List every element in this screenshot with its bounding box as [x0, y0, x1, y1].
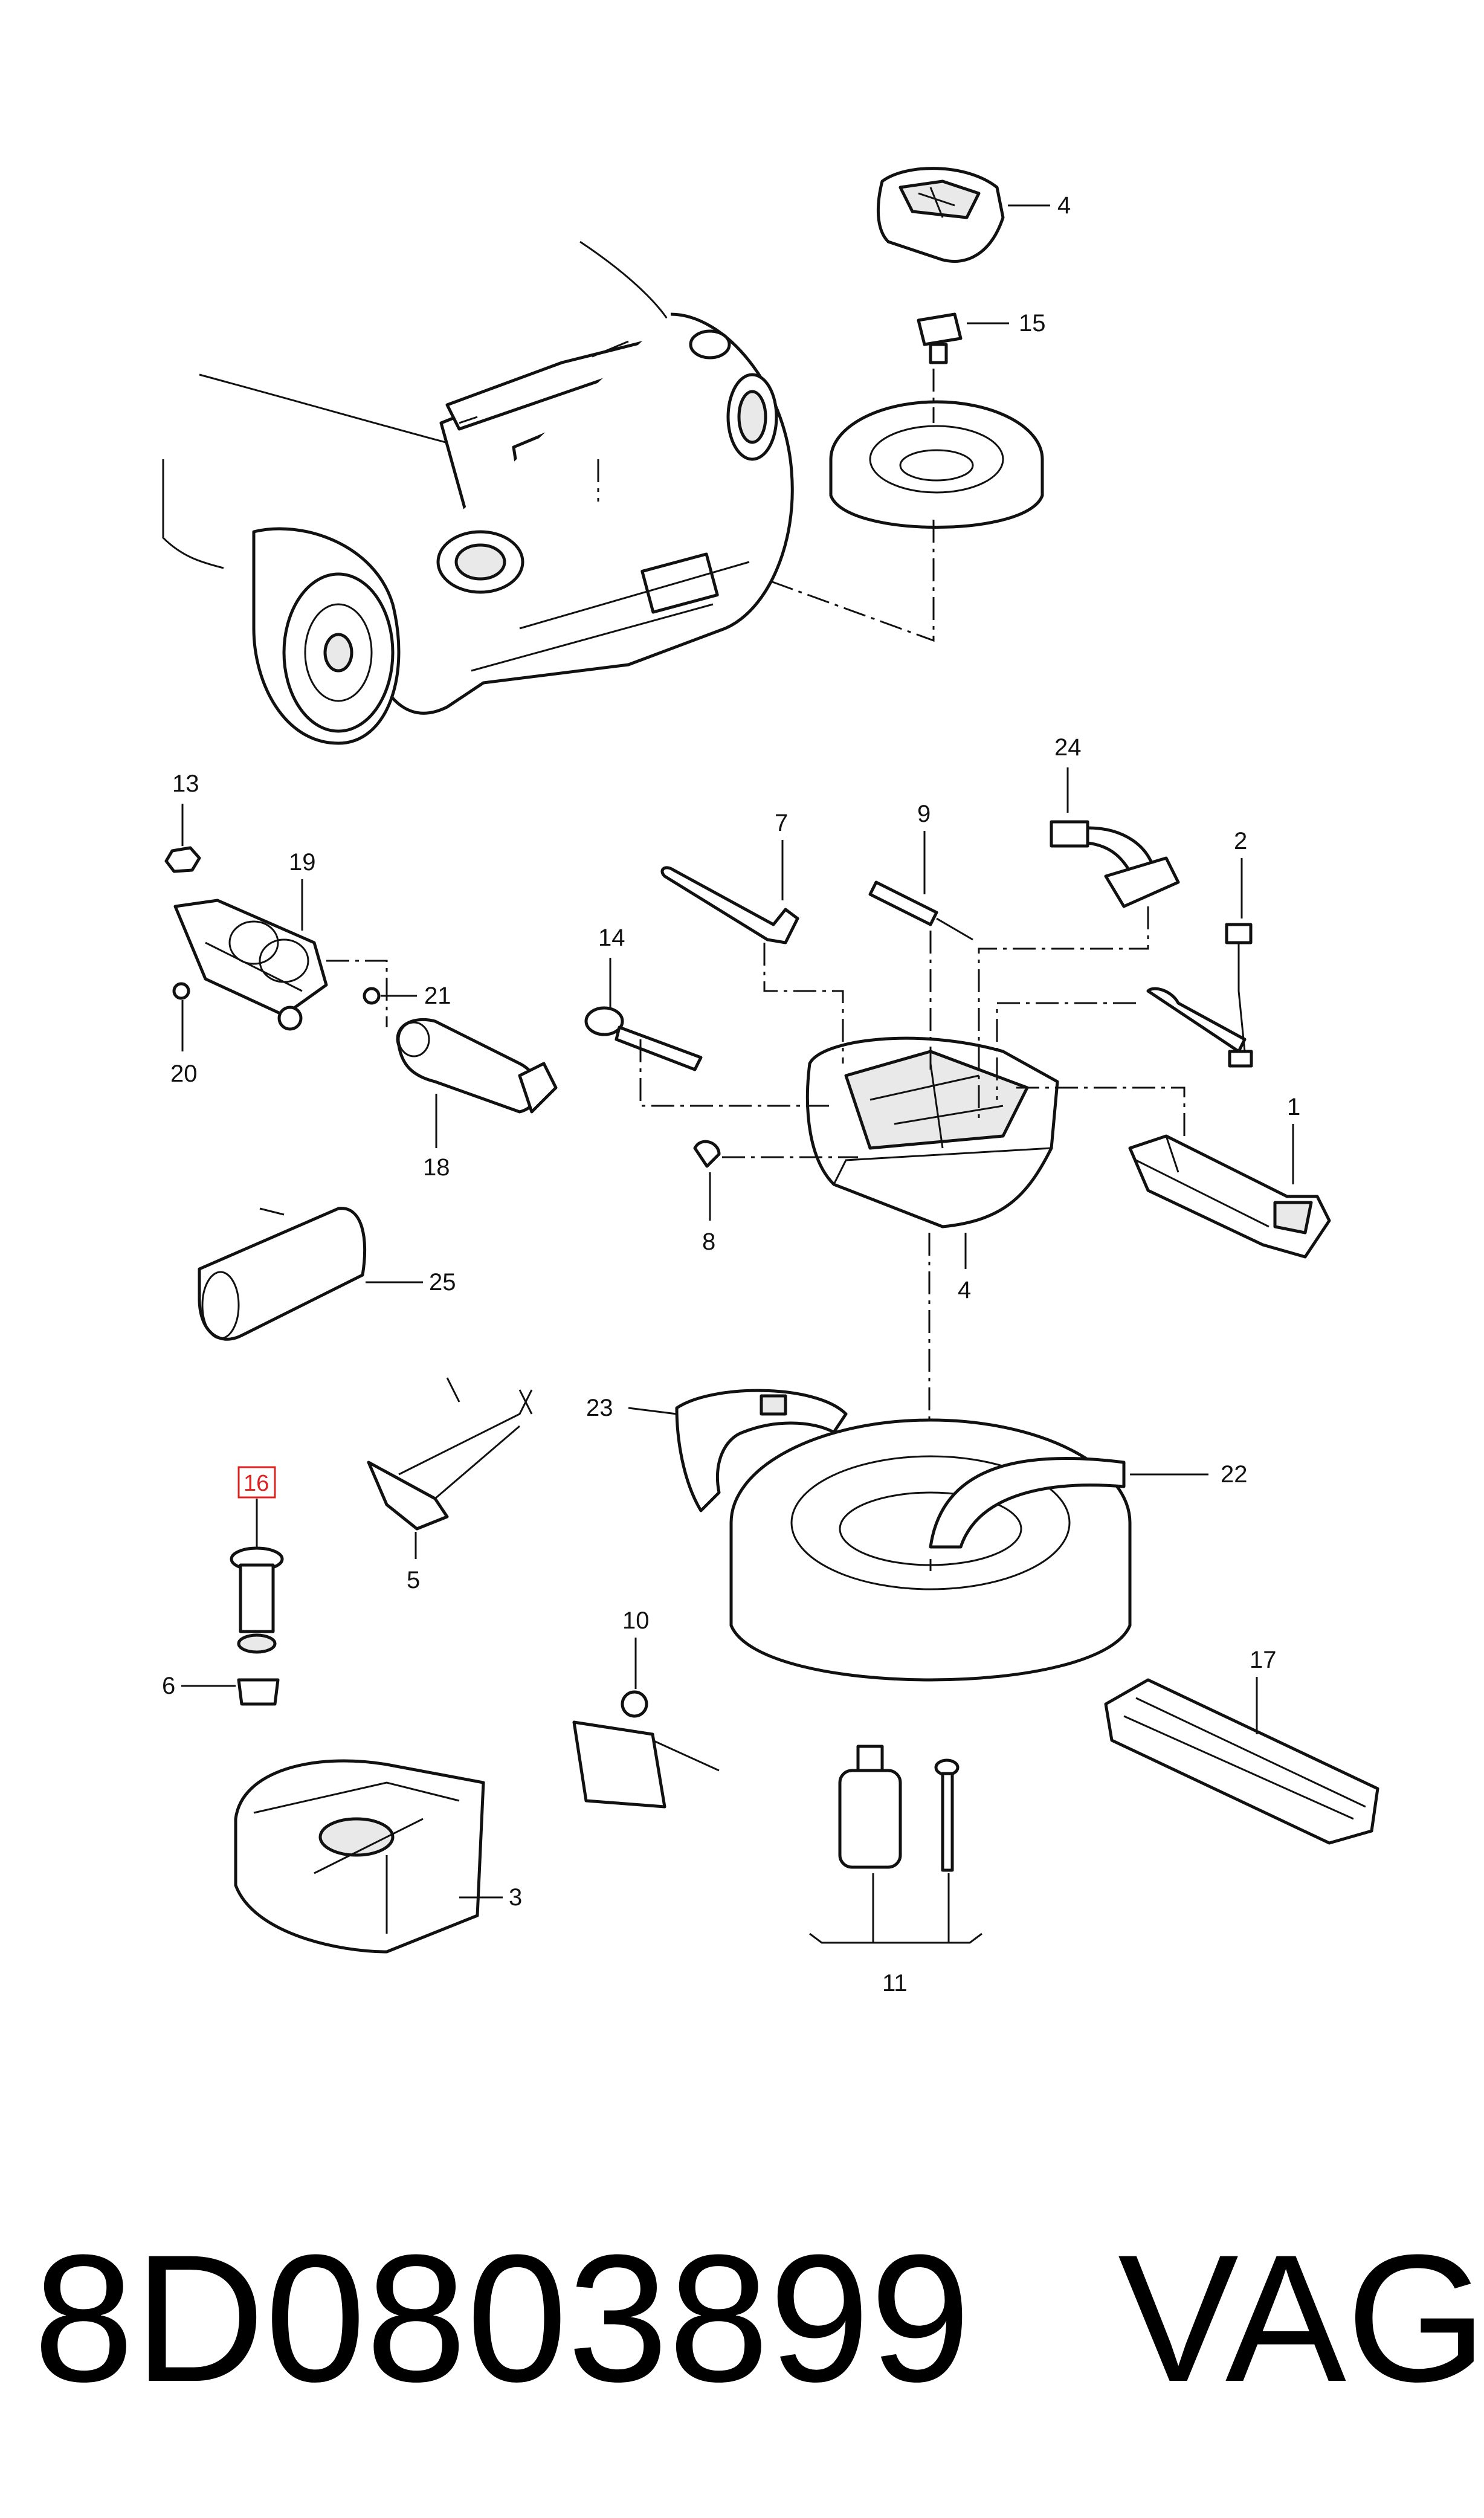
callout-9: 9	[917, 801, 931, 827]
part-25-tool-bag	[198, 1207, 367, 1341]
callout-20: 20	[170, 1060, 198, 1087]
callout-4-center: 4	[958, 1277, 971, 1303]
part-24-adapter	[1050, 820, 1180, 908]
callout-10: 10	[622, 1607, 650, 1634]
part-9-screwdriver	[868, 880, 973, 941]
guide-line-7	[763, 943, 844, 1064]
brand-name: VAG	[1118, 2216, 1484, 2420]
part-20-screw	[172, 982, 190, 1000]
callout-21: 21	[424, 983, 451, 1009]
part-13-nut	[164, 846, 201, 873]
part-16-bolt	[230, 1546, 284, 1654]
part-2-jack-handle	[1146, 923, 1253, 1068]
callout-24: 24	[1054, 734, 1082, 761]
part-15-center-bolt	[917, 312, 963, 364]
guide-line-top-wheel	[767, 369, 935, 642]
guide-line-1	[1015, 1086, 1186, 1136]
part-11-valve-tool	[934, 1758, 960, 1872]
callout-19: 19	[289, 849, 316, 876]
callout-15: 15	[1019, 310, 1046, 337]
callout-5: 5	[407, 1567, 420, 1593]
part-7-wheel-wrench	[660, 866, 799, 944]
spare-wheel-top	[829, 400, 1044, 529]
callout-13: 13	[172, 770, 199, 797]
callout-7: 7	[775, 810, 788, 836]
part-4-foam-insert-center	[805, 1036, 1059, 1228]
guide-line-14	[639, 1039, 834, 1107]
part-6-cap	[237, 1678, 280, 1706]
callout-14: 14	[598, 925, 625, 951]
callout-18: 18	[423, 1154, 450, 1181]
car-illustration	[162, 241, 794, 745]
bracket-11	[809, 1873, 982, 1944]
part-10-compressor-unit	[572, 1690, 720, 1809]
callout-17: 17	[1250, 1647, 1277, 1673]
callout-25: 25	[429, 1269, 456, 1296]
part-19-bracket	[173, 899, 328, 1031]
guide-line-24	[978, 906, 1149, 1124]
guide-line-19-18	[326, 960, 388, 1027]
part-11-sealant-bottle	[838, 1745, 902, 1869]
callout-8: 8	[702, 1228, 715, 1255]
callout-4-top: 4	[1057, 192, 1071, 219]
part-5-retaining-bracket	[367, 1377, 533, 1531]
part-21-screw	[363, 987, 381, 1005]
part-3-foam-tray	[234, 1759, 485, 1954]
callout-3: 3	[509, 1884, 522, 1911]
highlight-box-16: 16	[237, 1466, 276, 1499]
callout-1: 1	[1287, 1094, 1300, 1120]
part-1-jack	[1128, 1134, 1331, 1259]
part-18-compressor	[396, 1018, 558, 1114]
part-22-strap	[929, 1457, 1126, 1549]
callout-11: 11	[882, 1970, 908, 1997]
part-4-foam-insert-top	[877, 167, 1005, 263]
part-23-strap	[675, 1389, 848, 1512]
callout-2: 2	[1234, 828, 1247, 854]
leader-23	[628, 1407, 677, 1415]
part-number: 8D0803899	[33, 2216, 970, 2420]
callout-22: 22	[1221, 1461, 1248, 1488]
callout-16: 16	[244, 1471, 269, 1496]
part-17-jack-case	[1104, 1678, 1379, 1845]
part-14-towing-eye	[584, 1006, 703, 1071]
part-8-clip	[693, 1140, 721, 1168]
guide-line-2	[996, 1002, 1136, 1100]
callout-6: 6	[162, 1673, 175, 1699]
callout-23: 23	[586, 1395, 613, 1421]
